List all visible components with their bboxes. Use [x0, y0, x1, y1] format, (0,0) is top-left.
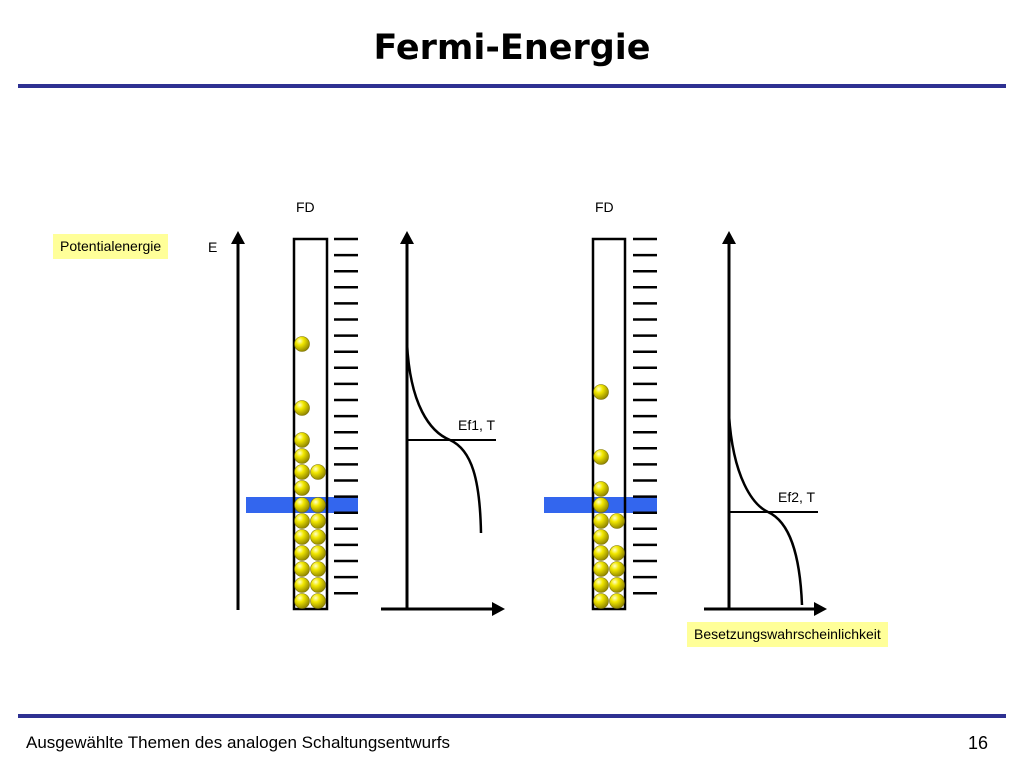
title-divider	[18, 84, 1006, 88]
footer-title: Ausgewählte Themen des analogen Schaltun…	[26, 733, 451, 752]
electron	[310, 497, 326, 513]
energy-axis-arrowhead	[231, 231, 245, 244]
fd-curve-right	[727, 414, 804, 606]
footer-divider	[18, 714, 1006, 718]
right-band-group	[544, 237, 657, 611]
fd-axis-x-arrowhead-left	[492, 602, 505, 616]
energy-levels-right	[633, 237, 657, 595]
electron	[593, 545, 609, 561]
electron	[609, 513, 625, 529]
electron	[609, 577, 625, 593]
electron	[310, 529, 326, 545]
electron	[593, 481, 609, 497]
energy-axis-label: E	[208, 239, 218, 255]
electron	[593, 561, 609, 577]
electron	[310, 561, 326, 577]
page-number: 16	[967, 733, 988, 753]
electron	[609, 561, 625, 577]
electron	[310, 577, 326, 593]
electron	[294, 480, 310, 496]
electron	[294, 336, 310, 352]
slide-title: Fermi-Energie	[373, 28, 651, 68]
electron	[294, 464, 310, 480]
band-column-right	[591, 237, 627, 611]
electron	[310, 513, 326, 529]
electron	[593, 577, 609, 593]
electron	[294, 561, 310, 577]
electron	[310, 593, 326, 609]
potentialenergie-label: Potentialenergie	[53, 234, 169, 259]
electron	[294, 400, 310, 416]
electron	[294, 448, 310, 464]
electron	[294, 432, 310, 448]
energy-levels-left	[334, 237, 358, 595]
fd-axis-y-arrowhead-left	[400, 231, 414, 244]
fd-label-right: FD	[595, 199, 614, 215]
fermi-label-left: Ef1, T	[458, 417, 496, 433]
electron	[593, 593, 609, 609]
fd-axis-y-arrowhead-right	[722, 231, 736, 244]
fermi-label-right: Ef2, T	[778, 489, 816, 505]
fd-label-left: FD	[296, 199, 315, 215]
besetzungswahrscheinlichkeit-label: Besetzungswahrscheinlichkeit	[687, 622, 888, 647]
electron	[593, 513, 609, 529]
electrons-left	[294, 336, 326, 609]
electron	[593, 497, 609, 513]
electron	[294, 593, 310, 609]
fd-graph-left	[381, 231, 505, 616]
electron	[593, 384, 609, 400]
fd-graph-right	[704, 231, 827, 616]
electron	[294, 513, 310, 529]
electron	[310, 464, 326, 480]
electron	[593, 529, 609, 545]
fd-axis-x-arrowhead-right	[814, 602, 827, 616]
left-band-group	[246, 237, 358, 611]
electron	[294, 497, 310, 513]
electron	[294, 545, 310, 561]
electron	[593, 449, 609, 465]
band-column-left	[292, 237, 329, 611]
electrons-right	[593, 384, 625, 609]
electron	[609, 545, 625, 561]
electron	[294, 577, 310, 593]
fd-curve-left	[405, 342, 483, 534]
electron	[609, 593, 625, 609]
electron	[294, 529, 310, 545]
electron	[310, 545, 326, 561]
